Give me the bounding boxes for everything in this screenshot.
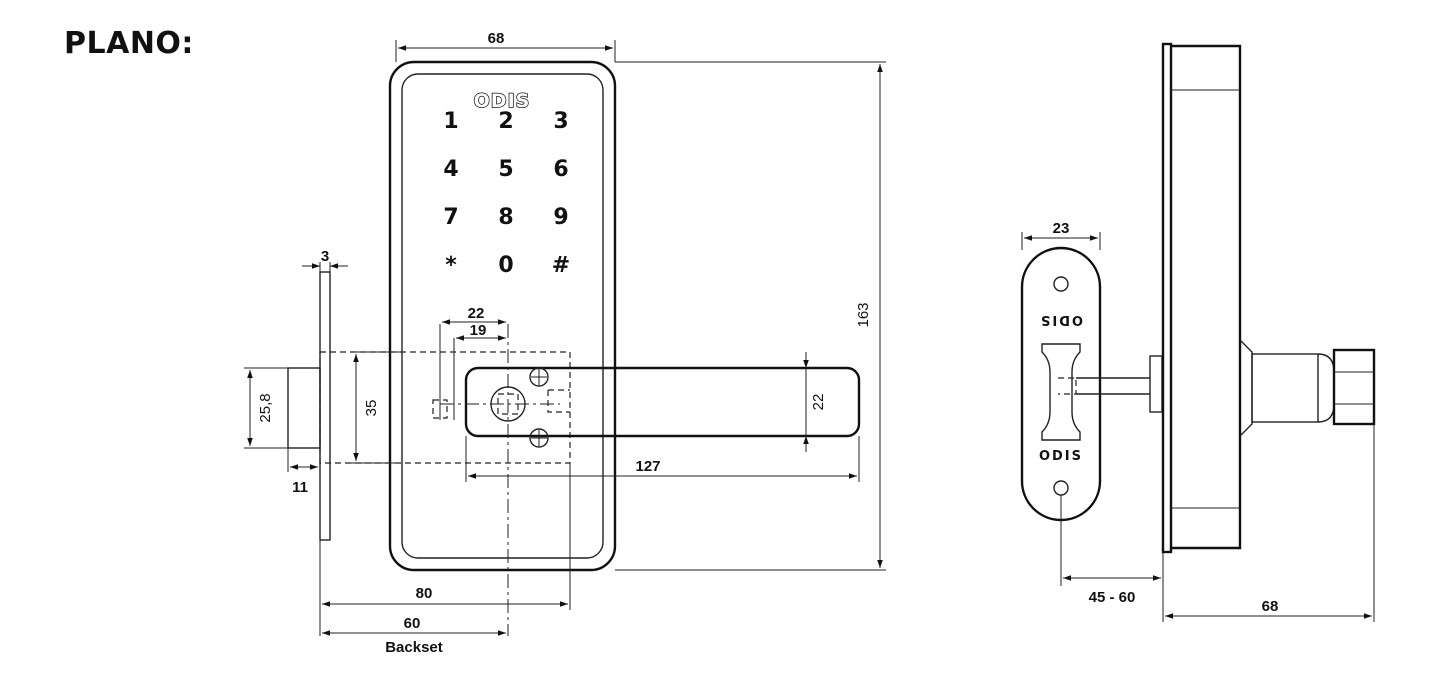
dim-11: 11	[287, 448, 321, 496]
strike-plate	[1020, 246, 1102, 522]
handle-side	[1239, 339, 1376, 437]
lever-handle	[432, 366, 861, 448]
dim-3-label: 3	[321, 248, 329, 265]
dim-door-thickness: 45 - 60	[1060, 495, 1164, 622]
dim-11-label: 11	[292, 479, 308, 496]
dim-19: 19	[456, 322, 506, 341]
dim-depth-68: 68	[1165, 424, 1375, 622]
dim-19-label: 19	[470, 322, 487, 339]
key-4: 4	[443, 157, 458, 182]
dim-127: 127	[465, 436, 860, 482]
dim-35-label: 35	[363, 400, 380, 417]
dim-handle-22: 22	[803, 352, 827, 452]
dim-127-label: 127	[635, 458, 660, 475]
key-1: 1	[443, 109, 458, 134]
dim-23-label: 23	[1053, 220, 1070, 237]
lock-body-side	[1161, 42, 1242, 554]
dim-handle-22-label: 22	[810, 394, 827, 411]
keypad-housing	[388, 60, 617, 572]
latch-faceplate	[287, 271, 331, 541]
side-view: ODIS ODIS 23 45 - 60	[1020, 42, 1376, 622]
key-hash: #	[552, 253, 570, 278]
page-title: PLANO:	[64, 26, 194, 61]
dim-backset-label: Backset	[385, 639, 443, 656]
key-star: *	[445, 253, 457, 278]
dim-23: 23	[1021, 220, 1101, 250]
key-3: 3	[553, 109, 568, 134]
dim-80-label: 80	[416, 585, 433, 602]
brand-logo-strike-top: ODIS	[1039, 312, 1083, 327]
dim-22-top-label: 22	[468, 305, 485, 322]
dim-backset-value: 60	[404, 615, 421, 632]
front-view: ODIS 1 2 3 4 5 6 7 8 9 * 0 #	[244, 30, 886, 656]
key-6: 6	[553, 157, 568, 182]
dim-25-8-label: 25,8	[257, 393, 274, 422]
brand-logo-front: ODIS	[474, 90, 531, 112]
dim-width-68-label: 68	[488, 30, 505, 47]
dim-25-8: 25,8	[244, 367, 288, 449]
key-7: 7	[443, 205, 458, 230]
dim-door-thickness-label: 45 - 60	[1089, 589, 1136, 606]
latch-body-hidden	[319, 351, 571, 464]
dim-depth-68-label: 68	[1262, 598, 1279, 615]
dim-height-163: 163	[615, 61, 886, 571]
dim-22-top: 22	[442, 305, 506, 325]
key-9: 9	[553, 205, 568, 230]
key-0: 0	[498, 253, 513, 278]
dim-width-68: 68	[395, 30, 616, 62]
keypad-keys: 1 2 3 4 5 6 7 8 9 * 0 #	[443, 109, 570, 278]
dim-35: 35	[350, 351, 400, 464]
key-2: 2	[498, 109, 513, 134]
dim-height-163-label: 163	[855, 302, 872, 327]
dim-80: 80	[319, 463, 571, 636]
key-8: 8	[498, 205, 513, 230]
dim-3: 3	[302, 248, 348, 272]
dim-backset-60: 60 Backset	[322, 615, 506, 656]
brand-logo-strike-bottom: ODIS	[1039, 449, 1083, 464]
key-5: 5	[498, 157, 513, 182]
